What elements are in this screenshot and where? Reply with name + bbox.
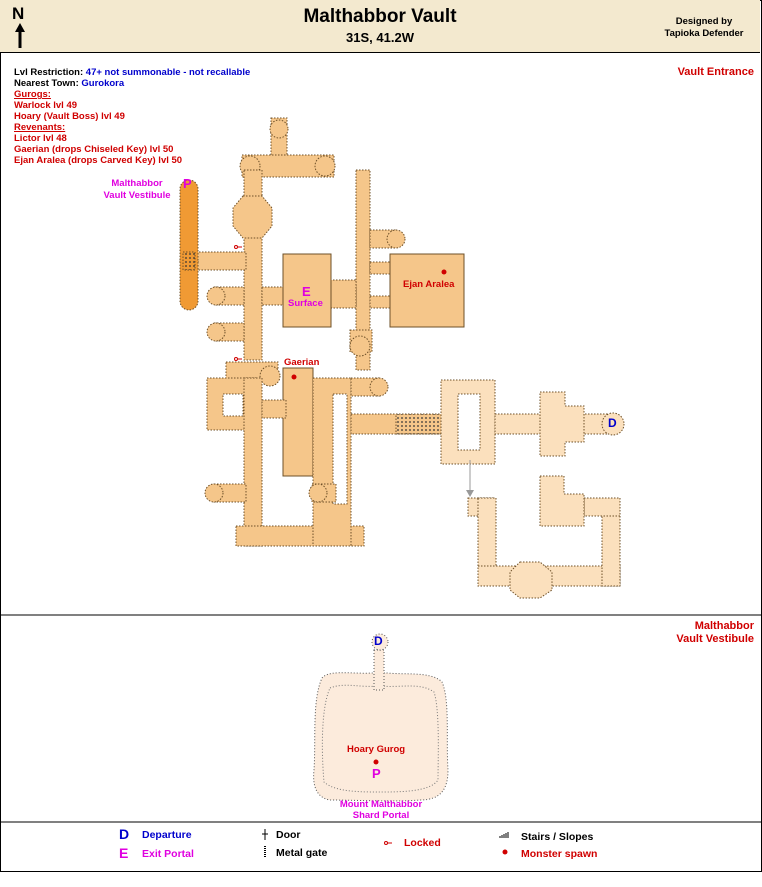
gurog-entry: Hoary (Vault Boss) lvl 49: [14, 111, 125, 122]
coordinates: 31S, 41.2W: [346, 30, 414, 45]
legend-door: Door: [276, 829, 301, 841]
legend-departure-symbol: D: [119, 826, 130, 842]
vestibule-title-line-1: Malthabbor: [694, 620, 754, 632]
east-knob-upper: [386, 229, 406, 249]
hoary-gurog-label: Hoary Gurog: [347, 744, 406, 755]
credit-line-1: Designed by: [675, 16, 733, 27]
monster-spawn-icon: [373, 759, 379, 765]
header-bar: N Malthabbor Vault 31S, 41.2W Designed b…: [0, 0, 760, 53]
spine-stub-knob: [308, 483, 328, 503]
lower-entry-knob: [259, 365, 281, 387]
gurogs-heading: Gurogs:: [14, 89, 51, 100]
se-ne-link: [583, 497, 621, 517]
vestibule-link-line-2: Vault Vestibule: [103, 190, 171, 201]
slope-arrowhead: [466, 490, 474, 497]
vestibule-cave: [313, 671, 449, 802]
hall-knob-right: [314, 155, 336, 177]
vestibule-departure-marker: D: [374, 634, 383, 648]
side-knob-a: [206, 286, 226, 306]
east-passage-stairs: [395, 413, 443, 435]
south-knob: [204, 483, 224, 503]
departure-alcove: [539, 391, 585, 457]
revenant-entry: Ejan Aralea (drops Carved Key) lvl 50: [14, 155, 183, 166]
legend-metal-gate: Metal gate: [276, 847, 328, 859]
spine-link: [261, 399, 287, 419]
gaerian-label: Gaerian: [284, 357, 320, 368]
vestibule-stairs: [182, 251, 196, 271]
surface-room: [282, 253, 332, 328]
vestibule-departure-knob: [371, 633, 389, 651]
top-knob: [269, 119, 289, 139]
monster-spawn-icon: [502, 849, 508, 855]
legend-departure: Departure: [142, 829, 192, 841]
legend-monster-spawn: Monster spawn: [521, 848, 598, 860]
shard-portal-label: Mount Malthabbor Shard Portal: [331, 799, 431, 821]
gurog-entry: Warlock lvl 49: [14, 100, 78, 111]
side-knob-b: [206, 322, 226, 342]
credit: Designed by Tapioka Defender: [654, 16, 754, 40]
info-panel: Lvl Restriction: 47+ not summonable - no…: [14, 67, 250, 166]
vestibule-title-line-2: Vault Vestibule: [676, 633, 754, 645]
gaerian-room: [282, 367, 314, 477]
legend-exit-symbol: E: [119, 845, 129, 861]
revenants-heading: Revenants:: [14, 122, 66, 133]
ejan-aralea-label: Ejan Aralea: [403, 279, 455, 290]
se-room: [539, 475, 585, 527]
legend-stairs: Stairs / Slopes: [521, 831, 594, 843]
light-loop-court: [457, 393, 481, 451]
town-value: Gurokora: [81, 78, 125, 89]
section-title-vestibule: Malthabbor Vault Vestibule: [676, 620, 754, 646]
departure-knob: [601, 412, 625, 436]
monster-spawn-icon: [291, 374, 297, 380]
restriction-label: Lvl Restriction:: [14, 67, 84, 78]
east-knob-lower: [349, 335, 371, 357]
town-row: Nearest Town: Gurokora: [14, 78, 250, 89]
vestibule-link-line-1: Malthabbor: [111, 178, 163, 189]
revenant-entry: Lictor lvl 48: [14, 133, 67, 144]
junction-block: [329, 279, 357, 309]
north-arrow-icon: [15, 23, 25, 48]
vestibule-shaft: [179, 179, 199, 311]
section-title-entrance: Vault Entrance: [677, 66, 754, 78]
legend-exit-portal: Exit Portal: [142, 848, 194, 860]
shard-portal-marker: P: [372, 766, 381, 781]
shard-line-1: Mount Malthabbor: [339, 799, 423, 810]
departure-marker: D: [608, 416, 617, 430]
stairs-icon: [499, 832, 509, 838]
compass-letter: N: [12, 4, 25, 23]
ejan-link-upper: [369, 261, 393, 275]
restriction-row: Lvl Restriction: 47+ not summonable - no…: [14, 67, 250, 78]
monster-spawn-icon: [441, 269, 447, 275]
se-octagon: [509, 561, 553, 599]
west-spine: [243, 377, 263, 547]
vestibule-neck: [373, 649, 385, 691]
octagon-room: [232, 195, 273, 239]
page-title: Malthabbor Vault: [303, 6, 457, 27]
credit-line-2: Tapioka Defender: [664, 28, 744, 39]
town-label: Nearest Town:: [14, 78, 79, 89]
portal-marker: P: [183, 176, 192, 191]
surface-label: Surface: [288, 298, 323, 309]
ne-knob: [369, 377, 389, 397]
ejan-link-lower: [369, 295, 393, 309]
restriction-value: 47+ not summonable - not recallable: [85, 67, 251, 78]
shard-line-2: Shard Portal: [352, 810, 410, 821]
north-compass-icon: N: [10, 4, 32, 50]
revenant-entry: Gaerian (drops Chiseled Key) lvl 50: [14, 144, 174, 155]
legend-locked: Locked: [404, 837, 441, 849]
vestibule-link-label: Malthabbor Vault Vestibule: [103, 178, 171, 202]
exit-portal-marker: E: [302, 284, 311, 299]
west-loop-court: [222, 393, 244, 417]
ejan-room: [389, 253, 465, 328]
central-court: [332, 393, 348, 505]
